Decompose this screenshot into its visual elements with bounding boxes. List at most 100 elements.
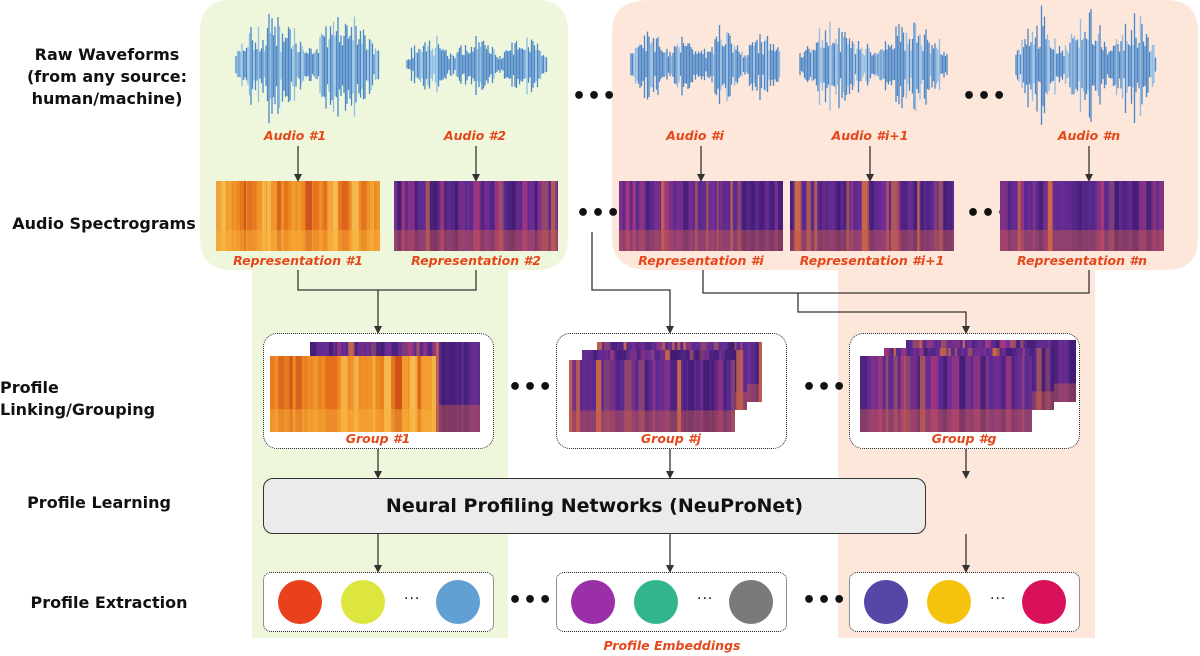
spectrogram-band <box>688 360 695 432</box>
spectrogram-band <box>340 356 347 432</box>
spectrogram-band <box>881 181 889 251</box>
group-box-g <box>849 333 1080 449</box>
spectrogram-band <box>380 356 385 432</box>
spectrogram-band <box>867 356 875 432</box>
spectrogram-low-band <box>619 230 783 251</box>
spectrogram-band <box>926 181 931 251</box>
spectrogram-band <box>484 181 489 251</box>
spectrogram-band <box>694 181 698 251</box>
spectrogram-band <box>322 181 328 251</box>
spectrogram-band <box>1096 181 1103 251</box>
spectrogram-band <box>790 181 793 251</box>
group-caption-j: Group #j <box>640 431 702 446</box>
spectrogram-band <box>907 181 913 251</box>
spectrogram-band <box>441 342 447 432</box>
spectrogram-band <box>919 356 926 432</box>
spectrogram-band <box>631 360 636 432</box>
spectrogram-band <box>917 181 920 251</box>
embedding-box-1: ··· <box>263 572 494 632</box>
spectrogram-band <box>1007 181 1012 251</box>
spectrogram-band <box>742 181 747 251</box>
spectrogram-band <box>345 356 349 432</box>
spectrogram-band <box>736 350 743 410</box>
spectrogram-band <box>947 356 953 432</box>
spectrogram-band <box>1051 348 1054 410</box>
spectrogram-band <box>900 356 906 432</box>
spectrogram-band <box>511 181 519 251</box>
spectrogram-band <box>361 181 369 251</box>
spectrogram-band <box>668 181 674 251</box>
spectrogram-band <box>391 356 395 432</box>
spectrogram-band <box>409 356 416 432</box>
spectrogram-band <box>993 356 1000 432</box>
spectrogram-band <box>278 356 285 432</box>
spectrogram-band <box>273 356 277 432</box>
spectrogram-band <box>900 181 908 251</box>
spectrogram-band <box>1100 181 1105 251</box>
spectrogram-band <box>1151 181 1157 251</box>
spectrogram-band <box>885 356 889 432</box>
row-label-learning: Profile Learning <box>27 493 171 512</box>
spectrogram-band <box>603 360 610 432</box>
spectrogram-band <box>1011 181 1019 251</box>
spectrogram-band <box>871 181 874 251</box>
spectrogram-band <box>394 356 402 432</box>
spectrogram-band <box>1027 181 1031 251</box>
neupronet-block: Neural Profiling Networks (NeuProNet) <box>263 478 926 534</box>
spectrogram-band <box>723 360 727 432</box>
spectrogram-band <box>843 181 849 251</box>
raw-waveforms-line-3: human/machine) <box>31 89 183 108</box>
spectrogram-2 <box>394 181 558 251</box>
group-ellipsis-2: ••• <box>802 375 848 400</box>
spectrogram-band <box>778 181 783 251</box>
waveform-ellipsis-1: ••• <box>572 84 618 109</box>
embedding-ellipsis-g: ··· <box>990 591 1007 607</box>
spectrogram-band <box>256 181 265 251</box>
spectrogram-band <box>596 360 602 432</box>
spectrogram-low-band <box>790 230 954 251</box>
audio-caption-2: Audio #2 <box>443 128 507 143</box>
spectrogram-band <box>534 181 537 251</box>
spectrogram-band <box>764 181 769 251</box>
spectrogram-band <box>1028 356 1032 432</box>
spectrogram-band <box>433 181 438 251</box>
spectrogram-band <box>677 360 682 432</box>
spectrogram-band <box>1127 181 1135 251</box>
spectrogram-low-band <box>394 230 558 251</box>
embedding-circle-1-3 <box>436 580 480 624</box>
spectrogram-band <box>938 181 943 251</box>
spectrogram-band <box>714 360 723 432</box>
embedding-circle-j-3 <box>729 580 773 624</box>
spectrogram-band <box>886 181 889 251</box>
spectrogram-band <box>1017 356 1025 432</box>
spectrogram-band <box>545 181 549 251</box>
spectrogram-n <box>1000 181 1164 251</box>
spectrogram-band <box>494 181 501 251</box>
spectrogram-band <box>751 181 755 251</box>
spectrogram-ellipsis-2: ••• <box>966 201 1012 226</box>
raw-waveforms-line-2: (from any source: <box>26 67 188 86</box>
spectrogram-band <box>318 181 322 251</box>
spectrogram-band <box>933 181 938 251</box>
spectrogram-band <box>758 342 762 402</box>
spectrogram-band <box>1005 356 1013 432</box>
spectrogram-band <box>420 181 425 251</box>
spectrogram-band <box>1084 181 1088 251</box>
spectrogram-band <box>457 181 462 251</box>
spectrogram-band <box>355 181 358 251</box>
spectrogram-band <box>965 356 971 432</box>
row-label-extraction: Profile Extraction <box>30 593 188 612</box>
spectrogram-band <box>506 181 515 251</box>
embedding-row-ellipsis-1: ••• <box>508 588 554 613</box>
spectrogram-band <box>252 181 258 251</box>
spectrogram-band <box>724 181 728 251</box>
spectrogram-band <box>943 181 948 251</box>
spectrogram-band <box>414 181 418 251</box>
group-caption-1: Group #1 <box>345 431 411 446</box>
spectrogram-band <box>551 181 555 251</box>
waveform-ellipsis-2: ••• <box>962 84 1008 109</box>
spectrogram-band <box>394 181 399 251</box>
spectrogram-band <box>1076 181 1083 251</box>
representation-caption-n: Representation #n <box>1017 253 1147 268</box>
spectrogram-band <box>1108 181 1115 251</box>
